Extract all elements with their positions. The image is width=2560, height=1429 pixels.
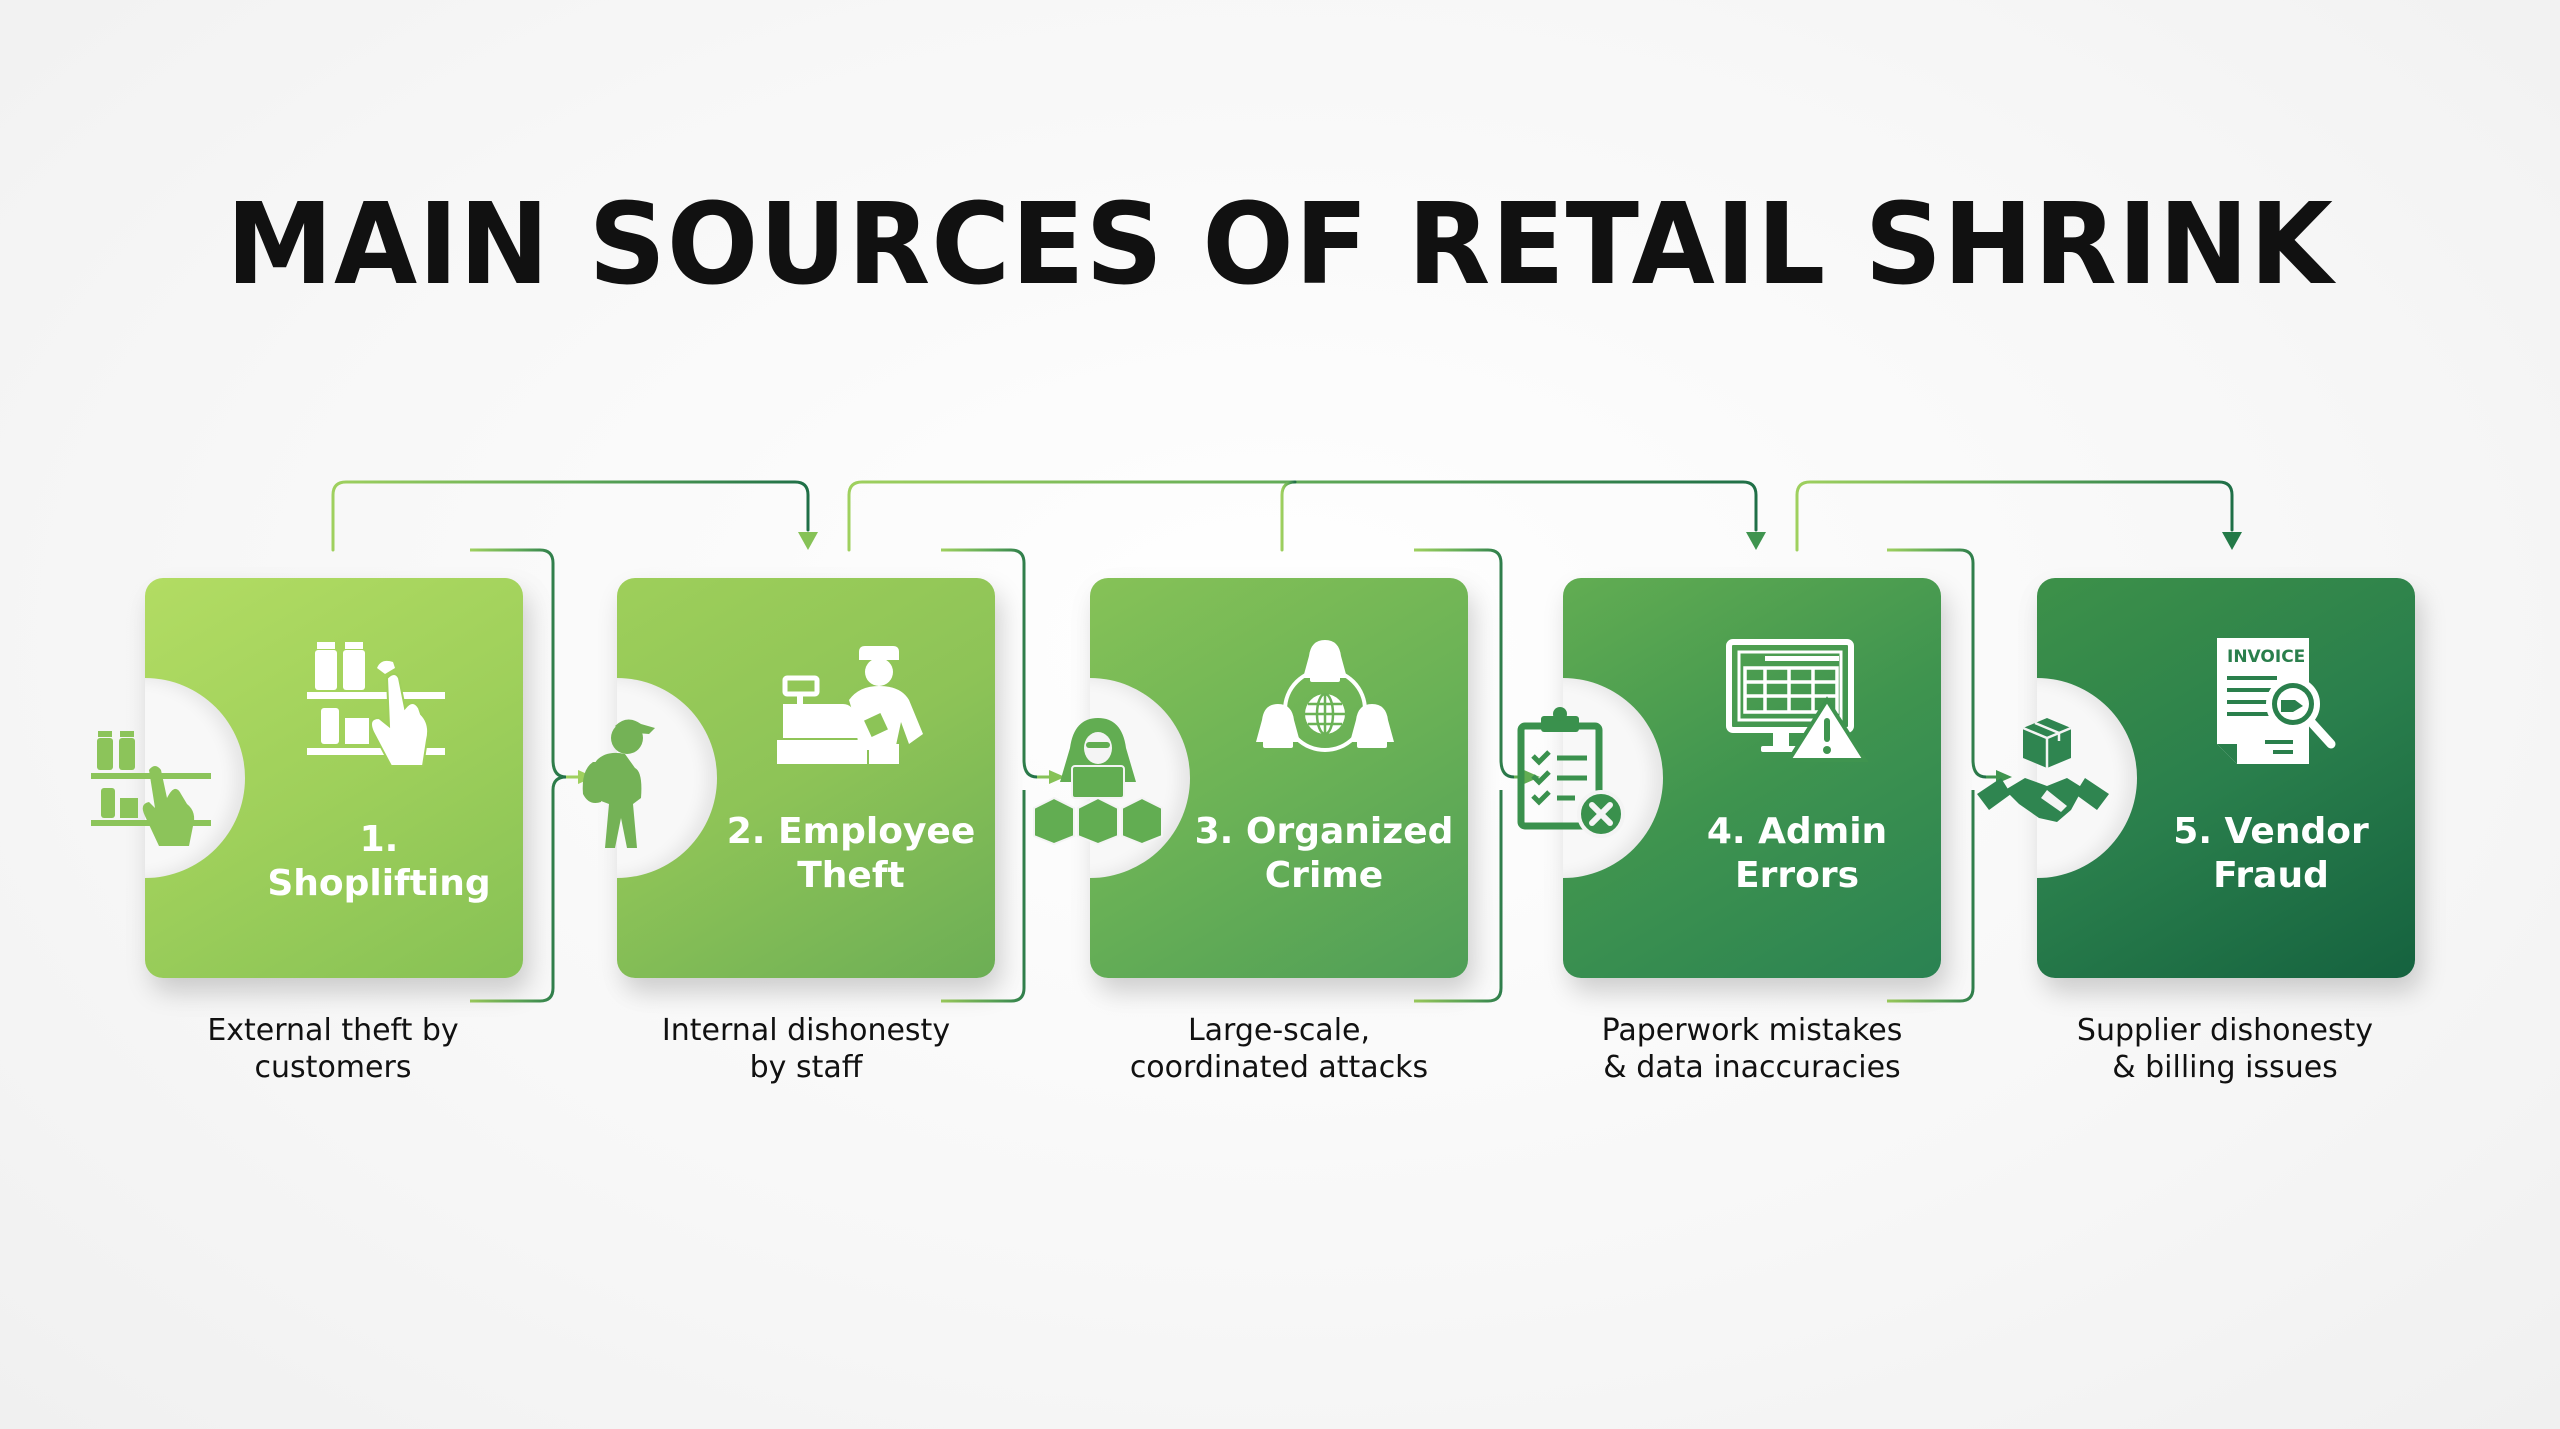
- step-caption-employee-theft: Internal dishonesty by staff: [626, 1012, 986, 1086]
- step-caption-shoplifting: External theft by customers: [153, 1012, 513, 1086]
- label-line: Theft: [797, 855, 905, 896]
- label-line: 4. Admin: [1706, 811, 1888, 852]
- label-line: 3. Organized: [1194, 811, 1454, 852]
- step-label: 4. Admin Errors: [1663, 810, 1931, 898]
- label-line: Crime: [1264, 855, 1384, 896]
- bracket-lines: [470, 548, 1987, 1003]
- top-arrow-lines: [331, 480, 2234, 552]
- clipboard-checklist-error-icon: [1517, 707, 1625, 838]
- step-card-shoplifting: 1. Shoplifting: [91, 578, 523, 978]
- step-card-admin-errors: 4. Admin Errors: [1517, 578, 1941, 978]
- hacker-network-globe-icon: [1256, 640, 1394, 752]
- caption-line: Supplier dishonesty: [2076, 1013, 2374, 1048]
- cashier-register-icon: [777, 646, 923, 764]
- step-card-employee-theft: 2. Employee Theft: [582, 578, 995, 978]
- caption-line: Paperwork mistakes: [1601, 1013, 1903, 1048]
- step-caption-admin-errors: Paperwork mistakes & data inaccuracies: [1572, 1012, 1932, 1086]
- caption-line: Large-scale,: [1187, 1013, 1371, 1048]
- label-line: 2. Employee: [726, 811, 976, 852]
- monitor-spreadsheet-warning-icon: [1726, 639, 1869, 762]
- step-label: 5. Vendor Fraud: [2137, 810, 2405, 898]
- caption-line: External theft by: [207, 1013, 459, 1048]
- caption-line: Internal dishonesty: [661, 1013, 951, 1048]
- step-caption-organized-crime: Large-scale, coordinated attacks: [1099, 1012, 1459, 1086]
- caption-line: & billing issues: [2112, 1050, 2338, 1085]
- handshake-box-icon: [1977, 718, 2109, 822]
- step-label: 1. Shoplifting: [267, 819, 491, 904]
- step-label: 3. Organized Crime: [1190, 810, 1458, 898]
- caption-line: & data inaccuracies: [1603, 1050, 1901, 1085]
- page-title: MAIN SOURCES OF RETAIL SHRINK: [226, 180, 2334, 310]
- shelf-hand-icon: [307, 642, 445, 767]
- label-line: 5. Vendor: [2173, 811, 2369, 852]
- top-arrowheads: [798, 532, 2242, 550]
- step-card-vendor-fraud: INVOICE 5. Vendor Fraud: [1977, 578, 2415, 978]
- shelf-hand-icon: [91, 731, 211, 846]
- step-label: 2. Employee Theft: [717, 810, 985, 898]
- caption-line: coordinated attacks: [1129, 1050, 1429, 1085]
- invoice-label: INVOICE: [2227, 647, 2305, 667]
- caption-line: by staff: [749, 1050, 863, 1085]
- person-backpack-icon: [582, 719, 655, 848]
- label-line: Fraud: [2213, 855, 2329, 896]
- invoice-magnifier-icon: INVOICE: [2217, 638, 2336, 764]
- caption-line: customers: [254, 1050, 412, 1085]
- label-line: Errors: [1734, 855, 1859, 896]
- step-card-organized-crime: 3. Organized Crime: [1033, 578, 1468, 978]
- hacker-boxes-icon: [1033, 718, 1163, 846]
- step-caption-vendor-fraud: Supplier dishonesty & billing issues: [2045, 1012, 2405, 1086]
